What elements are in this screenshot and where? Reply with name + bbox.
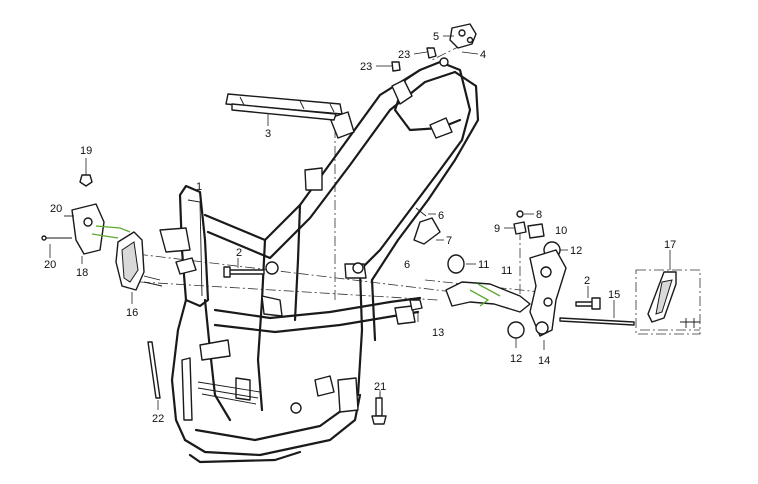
part-23-nuts[interactable]	[376, 47, 437, 72]
part-16-reflector-bracket[interactable]	[115, 231, 163, 304]
part-19-nut[interactable]	[79, 158, 93, 187]
callout-14: 14	[538, 355, 550, 367]
callout-18: 18	[76, 267, 88, 279]
part-6-7-bracket[interactable]	[413, 207, 444, 245]
part-17-footrest[interactable]	[635, 250, 701, 335]
callout-11-left: 11	[478, 259, 489, 271]
part-8-screw[interactable]	[516, 210, 534, 218]
callout-20-lower: 20	[44, 259, 56, 271]
callout-17: 17	[664, 239, 676, 251]
part-15-shaft[interactable]	[559, 300, 635, 326]
part-14-link[interactable]	[529, 249, 567, 350]
callout-23-upper: 23	[398, 49, 410, 61]
part-13-nut[interactable]	[409, 299, 423, 322]
callout-1: 1	[196, 181, 202, 193]
callout-21: 21	[374, 381, 386, 393]
part-2-bolt-left[interactable]	[223, 258, 265, 278]
part-21-bolt[interactable]	[371, 392, 387, 425]
alignment-lines	[119, 44, 700, 420]
callout-13: 13	[432, 327, 444, 339]
callout-23-left: 23	[360, 61, 372, 73]
part-10-cap[interactable]	[527, 223, 545, 239]
part-3-top-rail[interactable]	[225, 93, 343, 126]
callout-9: 9	[494, 223, 500, 235]
callout-2-left: 2	[236, 247, 242, 259]
callout-10: 10	[555, 225, 567, 237]
callout-8: 8	[536, 209, 542, 221]
part-20-bolts[interactable]	[41, 215, 74, 258]
callout-3: 3	[265, 128, 271, 140]
part-22-rod[interactable]	[147, 341, 161, 410]
callout-labels: 1 2 2 3 4 5 6 6 7 8 9 10 11 11 12 12 13 …	[44, 31, 676, 425]
callout-6-upper: 6	[438, 210, 444, 222]
callout-7: 7	[446, 235, 452, 247]
part-9-clip[interactable]	[504, 221, 527, 235]
callout-11-right: 11	[501, 265, 512, 277]
callout-4: 4	[480, 49, 486, 61]
callout-12-upper: 12	[570, 245, 582, 257]
callout-15: 15	[608, 289, 620, 301]
callout-2-right: 2	[584, 275, 590, 287]
callout-6-lower: 6	[404, 259, 410, 271]
main-frame[interactable]	[159, 57, 480, 464]
part-5-top-clip[interactable]	[443, 23, 479, 55]
callout-12-lower: 12	[510, 353, 522, 365]
callout-22: 22	[152, 413, 164, 425]
callout-16: 16	[126, 307, 138, 319]
part-engine-hanger[interactable]	[445, 281, 531, 313]
callout-20-upper: 20	[50, 203, 62, 215]
callout-19: 19	[80, 145, 92, 157]
callout-5: 5	[433, 31, 439, 43]
part-2-bolt-right[interactable]	[575, 286, 601, 310]
part-18-bracket[interactable]	[71, 203, 131, 264]
